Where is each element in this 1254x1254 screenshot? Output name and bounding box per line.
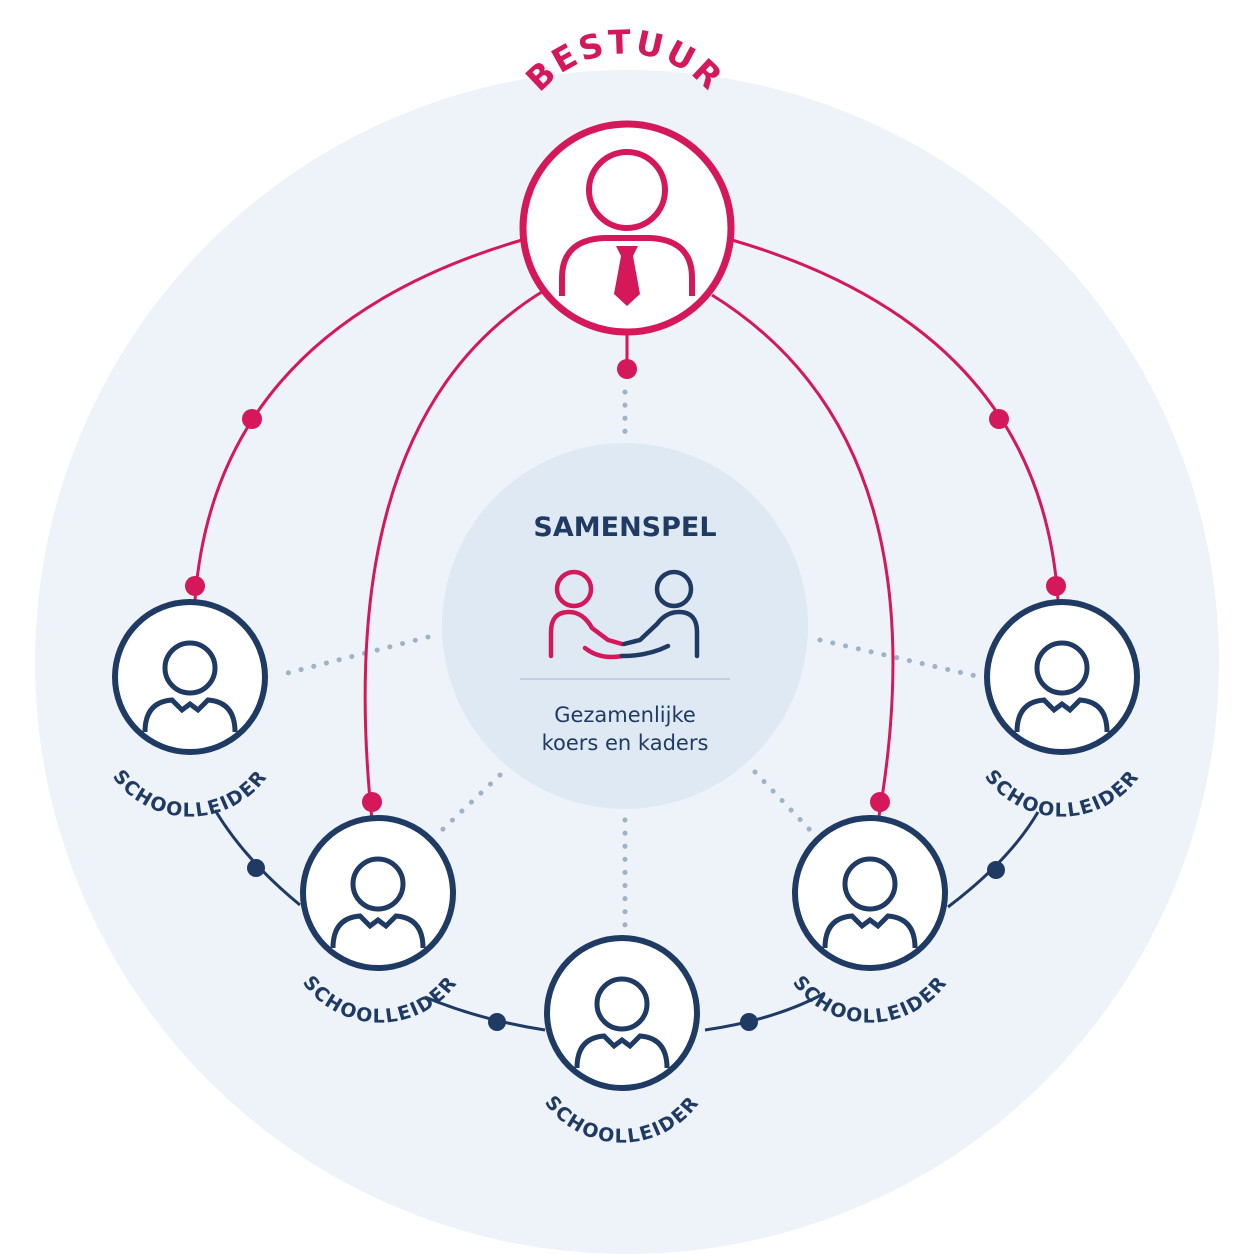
schoolleider-circle: [984, 599, 1140, 755]
link-dot: [362, 792, 382, 812]
chain-link-1: [213, 809, 301, 907]
crimson-dots: [185, 359, 1066, 812]
chain-dot: [987, 861, 1005, 879]
dotted-link-lower-left: [439, 772, 503, 833]
link-dot: [870, 792, 890, 812]
link-dot: [1046, 576, 1066, 596]
person-icon: [330, 856, 426, 949]
schoolleider-circle: [112, 599, 268, 755]
center-subtitle-line1: Gezamenlijke: [554, 703, 696, 727]
chain-dot: [488, 1013, 506, 1031]
dotted-link-right: [817, 637, 979, 679]
handshake-icon: [548, 569, 700, 660]
chain-link-4: [947, 811, 1040, 909]
samenspel-title: SAMENSPEL: [533, 512, 716, 543]
dotted-links: [273, 389, 979, 928]
person-icon: [822, 856, 918, 949]
link-dot: [989, 409, 1009, 429]
bestuur-link-inner-right: [711, 293, 895, 823]
chain-link-2: [424, 995, 546, 1032]
dotted-link-lower-right: [752, 769, 813, 833]
link-dot: [185, 576, 205, 596]
schoolleider-circle: [792, 815, 948, 971]
link-dot: [617, 359, 637, 379]
link-dot: [242, 409, 262, 429]
schoolleider-chain: [213, 809, 1040, 1032]
samenspel-center: SAMENSPEL Gezamenlijke koers en kaders: [520, 512, 730, 755]
schoolleider-circle: [544, 935, 700, 1091]
person-icon: [574, 976, 670, 1069]
chain-dot: [247, 859, 265, 877]
dotted-link-left: [273, 634, 431, 679]
person-icon: [142, 640, 238, 733]
schoolleider-circle: [300, 815, 456, 971]
person-icon: [1014, 640, 1110, 733]
center-circle: [442, 443, 808, 809]
chain-dot: [740, 1013, 758, 1031]
center-subtitle-line2: koers en kaders: [542, 731, 709, 755]
person-with-tie-icon: [559, 149, 695, 306]
navy-dots: [247, 859, 1005, 1031]
bestuur-link-outer-left: [193, 238, 523, 601]
bestuur-node: BESTUUR: [518, 22, 735, 336]
bestuur-link-inner-left: [363, 288, 546, 821]
bestuur-link-outer-right: [731, 238, 1060, 601]
chain-link-3: [704, 991, 826, 1032]
